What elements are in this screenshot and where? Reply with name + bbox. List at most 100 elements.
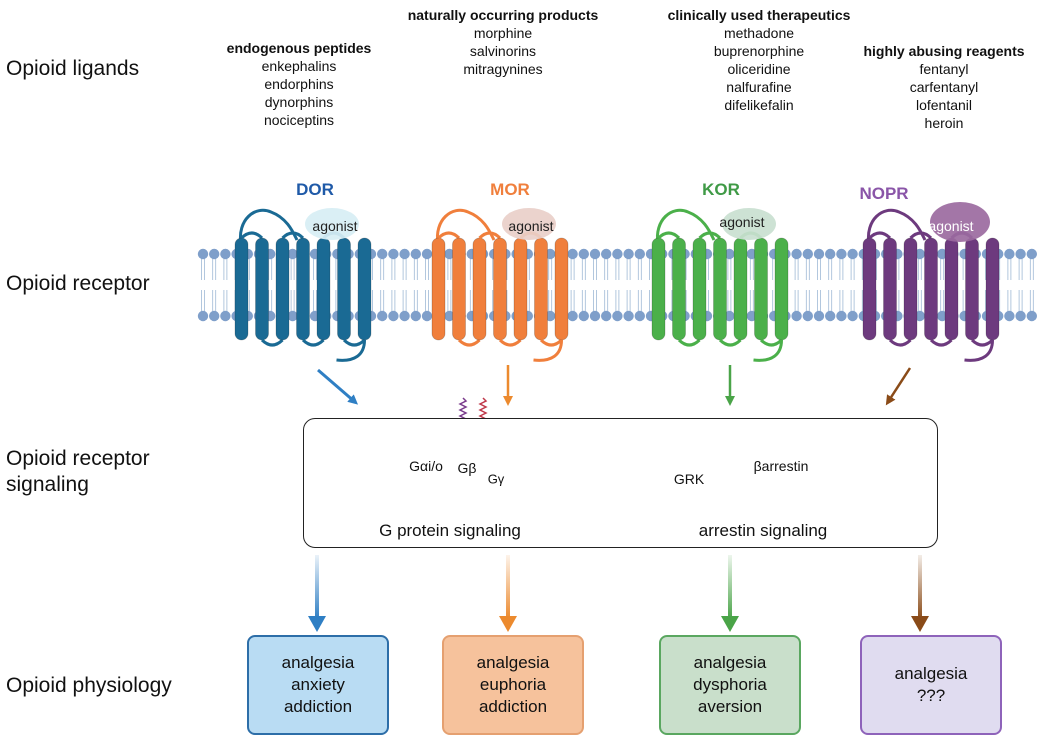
ligand-group-endogenous: endogenous peptides enkephalins endorphi… (227, 39, 372, 129)
transmembrane-helix (296, 237, 310, 341)
transmembrane-helix (357, 237, 372, 341)
lipid-head (377, 310, 388, 322)
receptor-loop (657, 231, 681, 240)
ligand-item: salvinorins (469, 43, 537, 59)
ligand-item: methadone (723, 25, 795, 41)
lipid-head (1015, 310, 1026, 322)
receptor-name-nopr: NOPR (859, 184, 909, 203)
lipid-head (545, 248, 556, 260)
ligand-item: carfentanyl (909, 79, 979, 95)
ligand-group-heading: endogenous peptides (226, 40, 372, 56)
transmembrane-helix (337, 237, 351, 341)
lipid-head (578, 310, 589, 322)
ligand-item: endorphins (264, 76, 334, 92)
transmembrane-helix (255, 237, 269, 341)
lipid-head (545, 310, 556, 322)
lipid-head (421, 310, 433, 322)
agonist-label-nopr: agonist (928, 218, 974, 234)
lipid-head (724, 248, 735, 260)
lipid-head (377, 248, 388, 260)
transmembrane-helix (513, 237, 528, 341)
physiology-box-dor: analgesia anxiety addiction (247, 635, 389, 735)
ligand-item: enkephalins (261, 58, 337, 74)
physiology-line: addiction (478, 697, 548, 716)
physiology-box-kor: analgesia dysphoria aversion (659, 635, 801, 735)
lipid-head (1015, 248, 1026, 260)
barrestin-label: βarrestin (753, 458, 809, 474)
nopr-physiology-arrow-shaft (918, 555, 922, 619)
receptor-c-terminus (336, 339, 366, 362)
lipid-head (1026, 310, 1038, 322)
lipid-head (444, 248, 455, 260)
ligand-item: nociceptins (263, 112, 335, 128)
ligand-item: morphine (473, 25, 533, 41)
lipid-head (746, 310, 757, 322)
physiology-line: dysphoria (693, 675, 767, 694)
ligand-item: fentanyl (919, 61, 969, 77)
lipid-head (746, 248, 757, 260)
mor-physiology-arrow-shaft (506, 555, 510, 619)
lipid-head (589, 248, 601, 260)
lipid-head (567, 248, 578, 260)
physiology-line: euphoria (479, 675, 547, 694)
receptor-name-dor: DOR (296, 180, 334, 199)
receptor-name-mor: MOR (490, 180, 530, 199)
agonist-label-mor: agonist (508, 218, 554, 234)
agonist-label-kor: agonist (719, 214, 765, 230)
transmembrane-helix (234, 237, 249, 341)
receptor-loop (281, 231, 305, 240)
receptor-to-signaling-arrows (317, 365, 912, 406)
receptor-c-terminus (533, 339, 563, 362)
lipid-head (791, 310, 802, 322)
lipid-head (847, 310, 858, 322)
receptor-name-kor: KOR (702, 180, 740, 199)
g-gamma-label: Gγ (487, 471, 505, 487)
lipid-head (836, 310, 847, 322)
transmembrane-helix (924, 237, 938, 341)
ligand-group-abusing: highly abusing reagents fentanyl carfent… (863, 42, 1024, 132)
transmembrane-helix (862, 237, 877, 341)
signaling-to-physiology-arrows (308, 555, 929, 632)
physiology-box-nopr: analgesia ??? (860, 635, 1002, 735)
receptor-c-terminus (964, 339, 994, 362)
receptor-loop (342, 338, 366, 347)
lipid-head (589, 310, 601, 322)
receptor-kor (651, 208, 789, 362)
lipid-head (287, 310, 298, 322)
physiology-line: aversion (697, 697, 763, 716)
physiology-line: analgesia (476, 653, 550, 672)
lipid-head (623, 248, 634, 260)
lipid-head (802, 248, 813, 260)
nopr-arrow-to-signaling (885, 367, 912, 406)
lipid-head (1004, 310, 1015, 322)
lipid-head (399, 310, 410, 322)
transmembrane-helix (534, 237, 548, 341)
transmembrane-helix (472, 237, 487, 341)
agonist-ligand-shape (502, 208, 556, 240)
physiology-box-mor: analgesia euphoria addiction (442, 635, 584, 735)
lipid-head (601, 310, 612, 322)
transmembrane-helix (903, 237, 918, 341)
ligand-item: lofentanil (915, 97, 973, 113)
row-label-ligands: Opioid ligands (6, 57, 140, 80)
transmembrane-helix (275, 237, 290, 341)
transmembrane-helix (692, 237, 707, 341)
receptor-dor (234, 208, 372, 362)
lipid-head (724, 310, 735, 322)
receptor-loop (457, 338, 481, 347)
receptor-loop (698, 231, 722, 240)
lipid-head (612, 248, 623, 260)
receptor-loop (240, 231, 264, 240)
kor-physiology-arrow-shaft (728, 555, 732, 619)
lipid-head (791, 248, 802, 260)
lipid-head (1026, 248, 1038, 260)
ligand-group-clinical: clinically used therapeutics methadone b… (668, 6, 851, 114)
lipid-head (601, 248, 612, 260)
transmembrane-helix (774, 237, 789, 341)
lipid-head (847, 248, 858, 260)
receptor-mor (431, 208, 569, 362)
lipid-head (410, 248, 421, 260)
dor-physiology-arrow-shaft (315, 555, 319, 619)
signaling-box (303, 418, 938, 548)
